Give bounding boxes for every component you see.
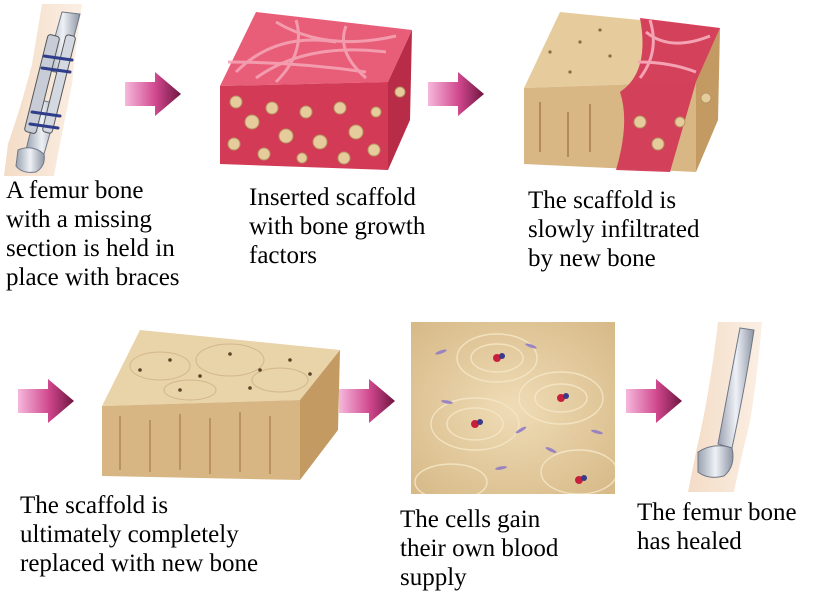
step-1-caption: A femur bone with a missing section is h…	[6, 176, 180, 292]
right-arrow-icon	[339, 379, 395, 423]
right-arrow-icon	[428, 72, 484, 116]
right-arrow-icon	[125, 72, 181, 116]
femur-with-braces-icon	[2, 4, 112, 176]
healed-femur-icon	[688, 322, 768, 492]
scaffold-with-growth-factors-icon	[216, 12, 412, 172]
scaffold-infiltrated-icon	[520, 12, 720, 174]
step-4-caption: The scaffold is ultimately completely re…	[20, 491, 258, 578]
step-2-caption: Inserted scaffold with bone growth facto…	[249, 183, 425, 270]
right-arrow-icon	[18, 379, 74, 423]
step-6-caption: The femur bone has healed	[637, 498, 797, 556]
bone-cells-microscopy-icon	[411, 322, 615, 494]
right-arrow-icon	[626, 379, 682, 423]
step-5-caption: The cells gain their own blood supply	[400, 505, 558, 592]
step-3-caption: The scaffold is slowly infiltrated by ne…	[528, 186, 700, 273]
bone-block-icon	[100, 330, 340, 480]
